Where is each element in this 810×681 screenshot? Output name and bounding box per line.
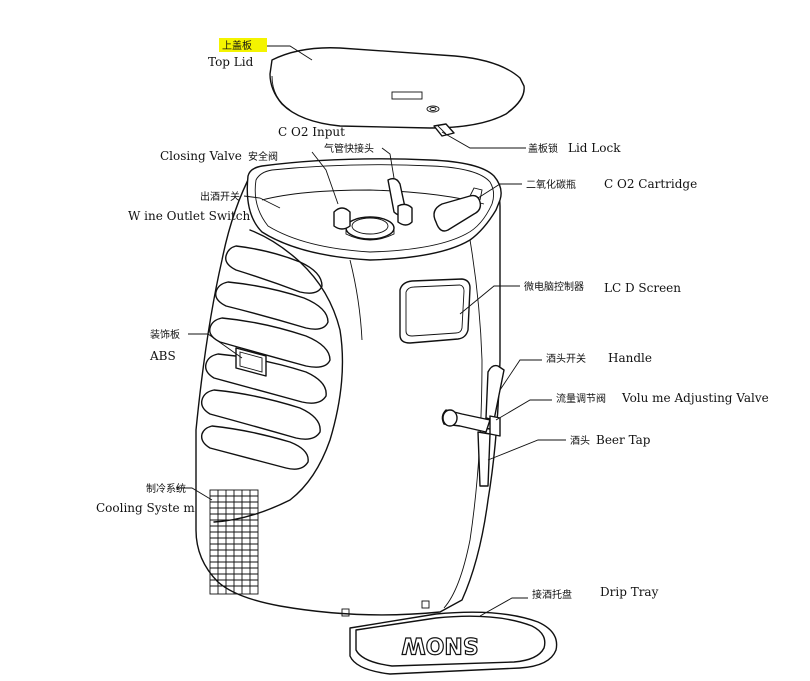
lid-lock-label-en: Lid Lock [568, 141, 621, 155]
top-lid-label-en: Top Lid [208, 55, 254, 69]
abs-slots [200, 245, 331, 470]
wine-outlet-label-en: W ine Outlet Switch [128, 209, 250, 223]
top-lid [269, 47, 525, 129]
cooling-vents [209, 489, 259, 595]
top-lid-highlight [219, 38, 267, 52]
cooling-system-label-en: Cooling Syste m [96, 501, 195, 515]
abs-badge [235, 347, 267, 377]
volume-valve-label-en: Volu me Adjusting Valve [621, 391, 769, 405]
top-lid-label-cn: 上盖板 [222, 39, 252, 52]
drip-tray-label-en: Drip Tray [600, 585, 659, 599]
beer-tap-label-cn: 酒头 [570, 435, 590, 447]
co2-input-label-cn: 气管快接头 [324, 142, 374, 155]
co2-cartridge-label-en: C O2 Cartridge [604, 177, 697, 191]
closing-valve-label-en: Closing Valve [160, 149, 242, 163]
lcd-screen-label-en: LC D Screen [604, 281, 681, 295]
drip-tray-label-cn: 接酒托盘 [532, 588, 572, 601]
volume-valve-label-cn: 流量调节阀 [556, 392, 606, 405]
cooling-system-label-cn: 制冷系统 [146, 482, 186, 495]
labels: 上盖板 Top Lid C O2 Input 气管快接头 Closing Val… [96, 38, 769, 601]
drip-tray: SNOW [349, 611, 558, 675]
closing-valve-label-cn: 安全阀 [248, 150, 278, 163]
beer-tap-label-en: Beer Tap [596, 433, 651, 447]
co2-input-label-en: C O2 Input [278, 125, 345, 139]
beer-tap [441, 364, 505, 487]
handle-label-en: Handle [608, 351, 652, 365]
cooler-body [195, 158, 502, 617]
abs-label-cn: 装饰板 [150, 328, 180, 341]
lcd-screen-label-cn: 微电脑控制器 [524, 280, 584, 293]
abs-label-en: ABS [149, 349, 176, 363]
handle-label-cn: 酒头开关 [546, 352, 586, 365]
tray-logo: SNOW [401, 632, 478, 657]
wine-outlet-label-cn: 出酒开关 [200, 190, 240, 203]
lcd-screen [399, 278, 471, 344]
lid-lock-label-cn: 盖板锁 [528, 142, 558, 155]
co2-cartridge-label-cn: 二氧化碳瓶 [526, 178, 576, 191]
leader-lines [176, 45, 566, 617]
top-internals [333, 177, 483, 241]
lid-lock [433, 123, 455, 137]
